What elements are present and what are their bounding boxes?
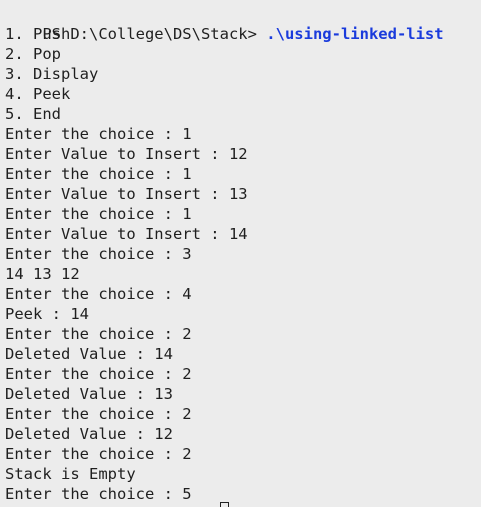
output-line: Enter Value to Insert : 12 [5, 145, 248, 163]
output-line: Enter the choice : 1 [5, 125, 192, 143]
output-line: Enter Value to Insert : 14 [5, 225, 248, 243]
output-line: Enter the choice : 2 [5, 325, 192, 343]
output-line: Enter the choice : 4 [5, 285, 192, 303]
text-cursor [220, 502, 229, 507]
output-line: Enter the choice : 2 [5, 405, 192, 423]
output-line: Enter the choice : 1 [5, 165, 192, 183]
output-line: Enter the choice : 2 [5, 445, 192, 463]
prompt-command: .\using-linked-list [266, 25, 444, 43]
output-line: Enter Value to Insert : 13 [5, 185, 248, 203]
output-line: 5. End [5, 105, 61, 123]
output-line: Enter the choice : 5 [5, 485, 192, 503]
prompt-path: PS D:\College\DS\Stack> [42, 25, 267, 43]
output-line: Stack is Empty [5, 465, 136, 483]
output-line: Enter the choice : 3 [5, 245, 192, 263]
prompt-line: PS D:\College\DS\Stack> .\using-linked-l… [5, 4, 481, 43]
output-line: Deleted Value : 13 [5, 385, 173, 403]
output-line: 1. Push [5, 25, 71, 43]
output-line: Deleted Value : 12 [5, 425, 173, 443]
output-line: Peek : 14 [5, 305, 89, 323]
output-line: Enter the choice : 2 [5, 365, 192, 383]
output-line: Enter the choice : 1 [5, 205, 192, 223]
output-line: 2. Pop [5, 45, 61, 63]
output-line: 3. Display [5, 65, 99, 83]
output-line: 14 13 12 [5, 265, 80, 283]
output-line: 4. Peek [5, 85, 71, 103]
output-line: Deleted Value : 14 [5, 345, 173, 363]
